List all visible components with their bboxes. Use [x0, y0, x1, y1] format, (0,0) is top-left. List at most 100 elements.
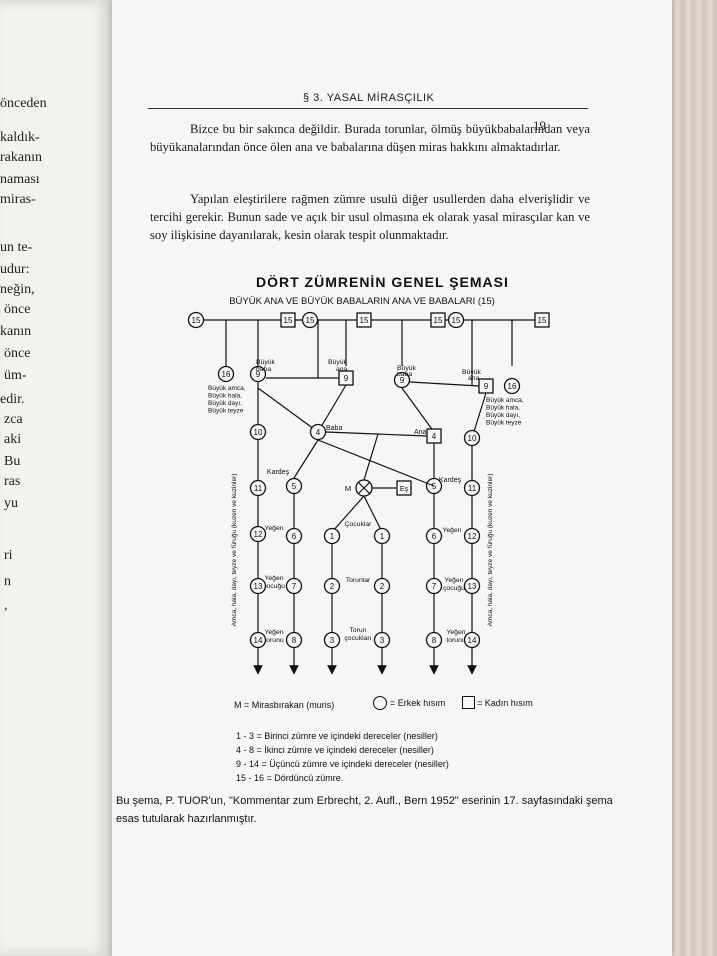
- nephew-child-node: [425, 577, 443, 595]
- label-yegen-torunu: torunu: [264, 637, 283, 644]
- label-yegen: Yeğen: [264, 525, 283, 532]
- label-yegen-torunu: torunu: [446, 637, 465, 644]
- connector-line: [363, 433, 379, 481]
- key-line-1: 1 - 3 = Birinci zümre ve içindeki derece…: [236, 731, 438, 741]
- label-yegen-cocugu: çocuğu: [263, 583, 285, 590]
- label-yegen-cocugu: Yeğen: [264, 575, 283, 582]
- uncle-node: [249, 423, 267, 441]
- left-page-fragment: naması: [0, 172, 40, 187]
- left-page-fragment: zca: [4, 412, 23, 427]
- legend-male: = Erkek hısım: [390, 698, 446, 708]
- node-number: 8: [292, 636, 297, 645]
- left-page-fragment: önce: [4, 346, 31, 361]
- right-page: [112, 0, 672, 956]
- node-number: 15: [434, 316, 443, 325]
- connector-line: [317, 384, 347, 433]
- connector-line: [331, 495, 365, 533]
- key-line-2: 4 - 8 = İkinci zümre ve içindeki derecel…: [236, 745, 434, 755]
- node-number: 16: [508, 382, 517, 391]
- node-number: 13: [254, 582, 263, 591]
- label-buyuk-baba: baba: [397, 371, 412, 378]
- connector-line: [293, 439, 319, 479]
- great-relative-label: Büyük amca,: [486, 397, 524, 404]
- great-great-node: [187, 311, 205, 329]
- cousin-node: [463, 631, 481, 649]
- female-symbol-icon: [462, 696, 475, 709]
- grandchild-node: [323, 577, 341, 595]
- connector-line: [409, 381, 480, 387]
- node-number: 2: [330, 582, 335, 591]
- key-line-3: 9 - 14 = Üçüncü zümre ve içindeki derece…: [236, 759, 449, 769]
- node-number: 3: [330, 636, 335, 645]
- paragraph-2: Yapılan eleştirilere rağmen zümre usulü …: [150, 192, 590, 242]
- sibling-node: [285, 477, 303, 495]
- label-buyuk-baba: baba: [256, 366, 271, 373]
- header-title: § 3. YASAL MİRASÇILIK: [303, 92, 435, 104]
- left-page-fragment: kaldık-: [0, 130, 40, 145]
- footnote: Bu şema, P. TUOR'un, "Kommentar zum Erbr…: [116, 795, 613, 825]
- left-page-fragment: edir.: [0, 392, 25, 407]
- parents-line: [325, 431, 428, 437]
- label-torunlar: Torunlar: [346, 577, 371, 584]
- node-number: 6: [432, 532, 437, 541]
- nephew-grandchild-node: [285, 631, 303, 649]
- label-buyuk-baba: Büyük: [397, 365, 416, 372]
- cousin-node: [463, 527, 481, 545]
- great-relative-label: Büyük teyze: [208, 408, 244, 415]
- running-header: § 3. YASAL MİRASÇILIK: [148, 92, 588, 109]
- great-relative-label: Büyük dayı,: [208, 400, 242, 407]
- node-number: 6: [292, 532, 297, 541]
- node-number: 2: [380, 582, 385, 591]
- family-tree-diagram: BÜYÜK ANA VE BÜYÜK BABALARIN ANA VE BABA…: [187, 296, 550, 675]
- node-number: 15: [192, 316, 201, 325]
- node-number: 9: [344, 374, 349, 383]
- node-number: 3: [380, 636, 385, 645]
- label-yegen-torunu: Yeğen: [264, 629, 283, 636]
- node-number: 13: [468, 582, 477, 591]
- label-yegen-torunu: Yeğen: [446, 629, 465, 636]
- cousin-node: [249, 631, 267, 649]
- grandfather-node: [249, 365, 267, 383]
- top-generation-label: BÜYÜK ANA VE BÜYÜK BABALARIN ANA VE BABA…: [229, 296, 495, 307]
- vertical-label-left: Amca, hala, dayı, teyze ve füruğu (kuzen…: [231, 474, 238, 627]
- paragraph-1: Bizce bu bir sakınca değildir. Burada to…: [150, 122, 590, 154]
- left-page-fragment: un te-: [0, 240, 33, 255]
- label-torun-cocuklari: Torun: [349, 627, 366, 634]
- great-relative-label: Büyük amca,: [208, 385, 246, 392]
- grandparent-relative-node: [217, 365, 235, 383]
- label-yegen: Yeğen: [442, 527, 461, 534]
- connector-line: [317, 439, 435, 487]
- diagram-title: DÖRT ZÜMRENİN GENEL ŞEMASI: [256, 274, 509, 290]
- node-number: 14: [468, 636, 477, 645]
- connector-line: [363, 495, 383, 533]
- left-page-fragment: önceden: [0, 96, 47, 111]
- child-node: [323, 527, 341, 545]
- left-page-fragment: neğin,: [0, 282, 35, 297]
- node-number: 14: [254, 636, 263, 645]
- left-page-fragment: aki: [4, 432, 22, 447]
- great-grandchild-node: [373, 631, 391, 649]
- male-symbol-icon: [373, 696, 387, 710]
- nephew-node: [285, 527, 303, 545]
- connector-line: [401, 387, 435, 433]
- label-buyuk-ana: ana: [468, 375, 480, 382]
- node-number: 15: [284, 316, 293, 325]
- node-number: 9: [484, 382, 489, 391]
- great-relative-label: Büyük hala,: [486, 405, 520, 412]
- cousin-node: [249, 479, 267, 497]
- great-relative-label: Büyük dayı,: [486, 412, 520, 419]
- label-yegen-cocugu: Yeğen: [444, 577, 463, 584]
- uncle-node: [463, 429, 481, 447]
- label-baba: Baba: [326, 425, 342, 432]
- great-great-node: [280, 312, 296, 328]
- node-number: 7: [292, 582, 297, 591]
- label-yegen-cocugu: çocuğu: [443, 585, 465, 592]
- child-node: [373, 527, 391, 545]
- great-great-node: [356, 312, 372, 328]
- great-great-node: [430, 312, 446, 328]
- grandparent-relative-node: [503, 377, 521, 395]
- left-page-fragment: udur:: [0, 262, 30, 277]
- vertical-label-right: Amca, hala, dayı, teyze ve füruğu (kuzen…: [487, 474, 494, 627]
- node-number: 10: [468, 434, 477, 443]
- great-relative-label: Büyük teyze: [486, 420, 522, 427]
